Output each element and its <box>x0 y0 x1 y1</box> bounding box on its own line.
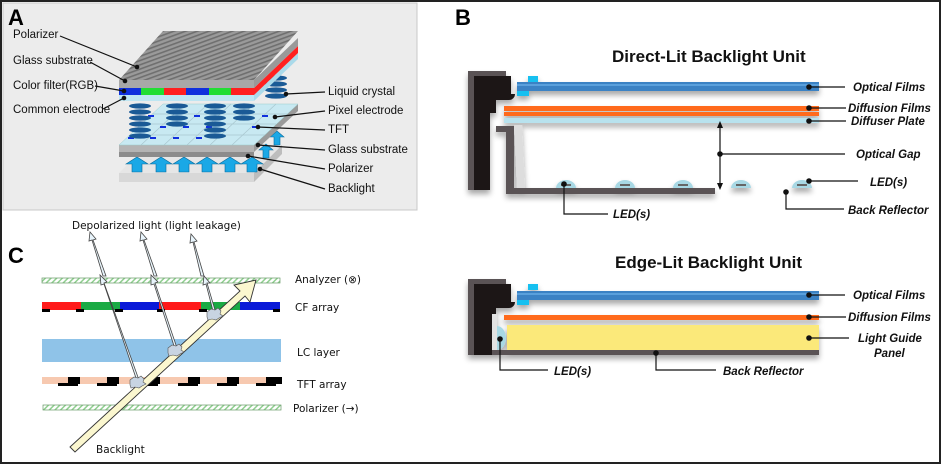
panel-a-right-labels: Liquid crystal Pixel electrode TFT Glass… <box>245 86 408 195</box>
backlight-arrows <box>124 130 285 173</box>
panel-b: B Direct-Lit Backlight Unit <box>455 5 931 378</box>
label-panel: Panel <box>874 348 905 360</box>
label-liquid-crystal: Liquid crystal <box>328 86 395 98</box>
bezel-frame-edge <box>474 284 515 355</box>
panel-a-letter: A <box>8 5 24 30</box>
label-cf-array: CF array <box>295 302 339 314</box>
liquid-crystal-molecules <box>129 75 287 139</box>
edge-lit-unit: Edge-Lit Backlight Unit Optical Films <box>468 253 931 378</box>
label-optical-gap: Optical Gap <box>856 149 921 161</box>
polarizer-layer <box>42 404 282 411</box>
bezel-frame <box>474 76 515 190</box>
panel-a-left-labels: Polarizer Glass substrate Color filter(R… <box>13 29 140 116</box>
label-diffusion-films: Diffusion Films <box>848 103 931 115</box>
label-light-guide: Light Guide <box>858 333 922 345</box>
diffusion-films <box>504 106 819 111</box>
bottom-polarizer <box>119 152 254 157</box>
direct-lit-labels: Optical Films Diffusion Films Diffuser P… <box>561 82 931 221</box>
back-reflector-edge <box>492 350 715 355</box>
label-glass-substrate-bottom: Glass substrate <box>328 144 408 156</box>
top-glass-substrate <box>119 80 254 88</box>
diffuser-plate <box>504 118 819 123</box>
panel-a: A <box>2 2 418 211</box>
label-tft: TFT <box>328 124 349 136</box>
optical-films <box>517 82 819 91</box>
label-depolarized-light: Depolarized light (light leakage) <box>72 220 241 232</box>
common-electrode <box>119 95 254 101</box>
leakage-arrows <box>88 231 216 382</box>
lc-layer <box>42 339 281 362</box>
panel-c-layer-labels: Analyzer (⊗) CF array LC layer TFT array… <box>96 274 361 456</box>
label-polarizer-top: Polarizer <box>13 29 59 41</box>
label-color-filter: Color filter(RGB) <box>13 80 98 92</box>
label-polarizer-bottom: Polarizer <box>328 163 374 175</box>
bottom-glass-substrate <box>119 145 254 152</box>
label-backlight: Backlight <box>328 183 375 195</box>
label-optical-films: Optical Films <box>853 82 925 94</box>
lcd-layer-stack <box>118 31 299 182</box>
panel-b-letter: B <box>455 5 471 30</box>
tft-array <box>42 377 282 386</box>
optical-films-edge <box>517 291 819 300</box>
label-pixel-electrode: Pixel electrode <box>328 105 403 117</box>
label-diffusion-films-edge: Diffusion Films <box>848 312 931 324</box>
label-back-reflector: Back Reflector <box>848 205 929 217</box>
edge-lit-labels: Optical Films Diffusion Films Light Guid… <box>497 290 931 378</box>
backlight-arrow <box>69 279 257 453</box>
label-optical-films-edge: Optical Films <box>853 290 925 302</box>
edge-lit-title: Edge-Lit Backlight Unit <box>615 253 802 272</box>
analyzer-layer <box>41 277 281 284</box>
label-back-reflector-edge: Back Reflector <box>723 366 804 378</box>
label-diffuser-plate: Diffuser Plate <box>851 116 926 128</box>
backlight-plate <box>119 173 254 182</box>
panel-c-letter: C <box>8 243 24 268</box>
light-guide-panel <box>507 325 819 350</box>
label-leds-edge: LED(s) <box>554 366 591 378</box>
diffusion-films-edge <box>504 315 819 320</box>
direct-lit-unit: Direct-Lit Backlight Unit <box>468 47 931 221</box>
scatter-events <box>129 307 224 389</box>
top-polarizer <box>119 31 298 80</box>
tft-elements <box>128 115 268 139</box>
label-leds-right: LED(s) <box>870 177 907 189</box>
label-polarizer-c: Polarizer (→) <box>293 403 359 415</box>
optical-gap-arrow <box>717 121 723 190</box>
label-analyzer: Analyzer (⊗) <box>295 274 361 286</box>
panel-c: C Depolarized light (light leakage) <box>8 220 361 456</box>
label-lc-layer: LC layer <box>297 347 341 359</box>
label-leds-bottom: LED(s) <box>613 209 650 221</box>
cf-array <box>42 302 280 312</box>
color-filter-rgb <box>119 46 298 95</box>
leds-direct <box>556 180 812 188</box>
label-backlight-c: Backlight <box>96 444 145 456</box>
label-common-electrode: Common electrode <box>13 104 110 116</box>
label-glass-substrate-top: Glass substrate <box>13 55 93 67</box>
direct-lit-title: Direct-Lit Backlight Unit <box>612 47 806 66</box>
label-tft-array: TFT array <box>296 379 347 391</box>
